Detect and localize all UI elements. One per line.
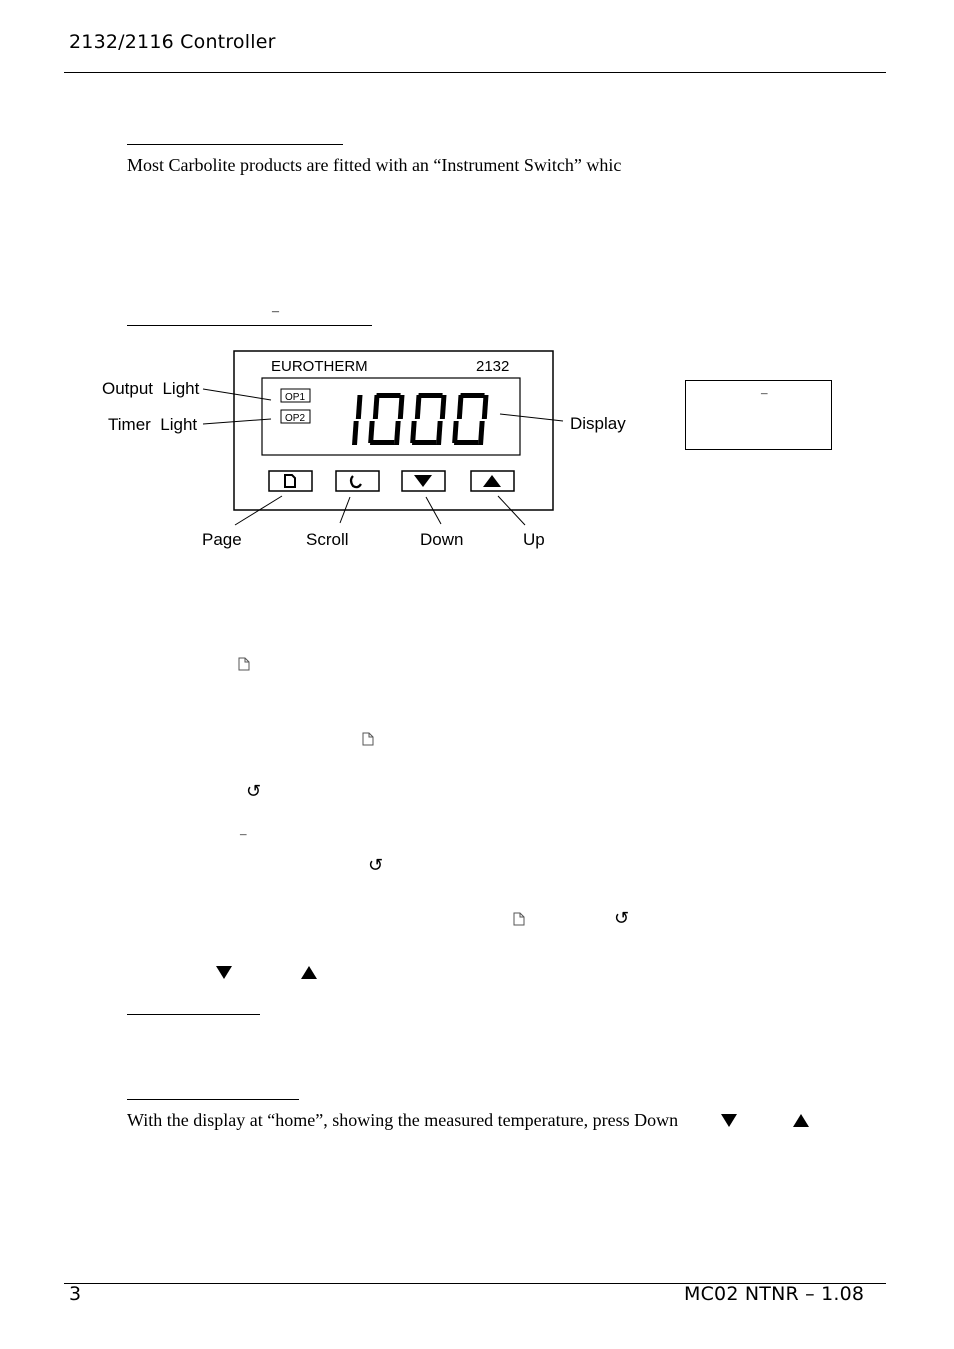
scroll-button: [335, 470, 380, 492]
page-leader: [234, 495, 283, 526]
page-icon: [238, 657, 250, 671]
display-leader: [499, 413, 564, 422]
header-rule: [64, 72, 886, 73]
heading-dash: –: [272, 304, 279, 319]
scroll-icon: ↺: [614, 908, 630, 929]
segment-d: [412, 440, 437, 445]
up-arrow-icon: [483, 475, 501, 487]
output-light-label: Output Light: [102, 379, 200, 398]
timer-light-label: Timer Light: [108, 415, 197, 434]
side-note-dash: –: [761, 385, 768, 400]
segment-c: [478, 421, 485, 445]
down-arrow-icon: [216, 966, 232, 979]
document-reference: MC02 NTNR – 1.08: [684, 1283, 865, 1305]
section-heading-underline: [127, 325, 372, 326]
down-label: Down: [420, 530, 463, 549]
scroll-leader: [339, 496, 351, 524]
intro-paragraph: Most Carbolite products are fitted with …: [127, 155, 622, 175]
output-light-leader: [202, 388, 272, 401]
op2-label: OP2: [285, 413, 305, 424]
page-icon: [284, 474, 296, 488]
up-leader: [497, 495, 526, 526]
down-arrow-icon: [414, 475, 432, 487]
section-heading-underline: [127, 1014, 260, 1015]
scroll-icon: ↺: [368, 855, 384, 876]
temperature-text: With the display at “home”, showing the …: [127, 1110, 679, 1130]
model-label: 2132: [476, 358, 509, 375]
segment-f: [372, 395, 380, 419]
segment-e: [368, 421, 375, 443]
section-heading-underline: [127, 144, 343, 145]
display-digit-3: [452, 393, 489, 445]
up-arrow-icon: [301, 966, 317, 979]
down-arrow-icon: [721, 1114, 737, 1127]
running-header-title: 2132/2116 Controller: [69, 31, 276, 53]
footer-rule: [64, 1283, 886, 1284]
brand-label: EUROTHERM: [271, 358, 368, 375]
segment-b: [481, 395, 489, 419]
page-label: Page: [202, 530, 242, 549]
segment-c: [394, 421, 401, 445]
page-number: 3: [69, 1283, 82, 1305]
segment-a: [418, 393, 443, 398]
page-button: [268, 470, 313, 492]
segment-f: [456, 395, 464, 419]
segment-a: [460, 393, 485, 398]
segment-b: [439, 395, 447, 419]
segment-d: [370, 440, 395, 445]
op1-indicator: [280, 388, 311, 403]
scroll-label: Scroll: [306, 530, 349, 549]
segment-c: [352, 421, 359, 445]
timer-light-leader: [202, 418, 272, 425]
page-icon: [362, 732, 374, 746]
down-leader: [425, 496, 442, 525]
body-dash: –: [240, 826, 247, 841]
op2-indicator: [280, 409, 311, 424]
segment-b: [397, 395, 405, 419]
section-heading-underline: [127, 1099, 299, 1100]
seven-segment-display: [352, 393, 489, 445]
display-digit-2: [410, 393, 447, 445]
display-digit-0: [352, 395, 363, 445]
scroll-icon: ↺: [246, 781, 262, 802]
segment-c: [436, 421, 443, 445]
display-label: Display: [570, 414, 626, 433]
scroll-icon: [349, 475, 362, 489]
up-arrow-icon: [793, 1114, 809, 1127]
controller-front-panel-diagram: EUROTHERM 2132 OP1 OP2 Output Light Time…: [102, 350, 626, 549]
segment-d: [454, 440, 479, 445]
op1-label: OP1: [285, 392, 305, 403]
display-digit-1: [368, 393, 405, 445]
segment-b: [355, 395, 363, 419]
segment-e: [410, 421, 417, 443]
segment-e: [452, 421, 459, 443]
temperature-paragraph: With the display at “home”, showing the …: [127, 1110, 678, 1131]
page-icon: [513, 912, 525, 926]
up-label: Up: [523, 530, 545, 549]
segment-f: [414, 395, 422, 419]
side-note-box: –: [685, 380, 832, 450]
segment-a: [376, 393, 401, 398]
